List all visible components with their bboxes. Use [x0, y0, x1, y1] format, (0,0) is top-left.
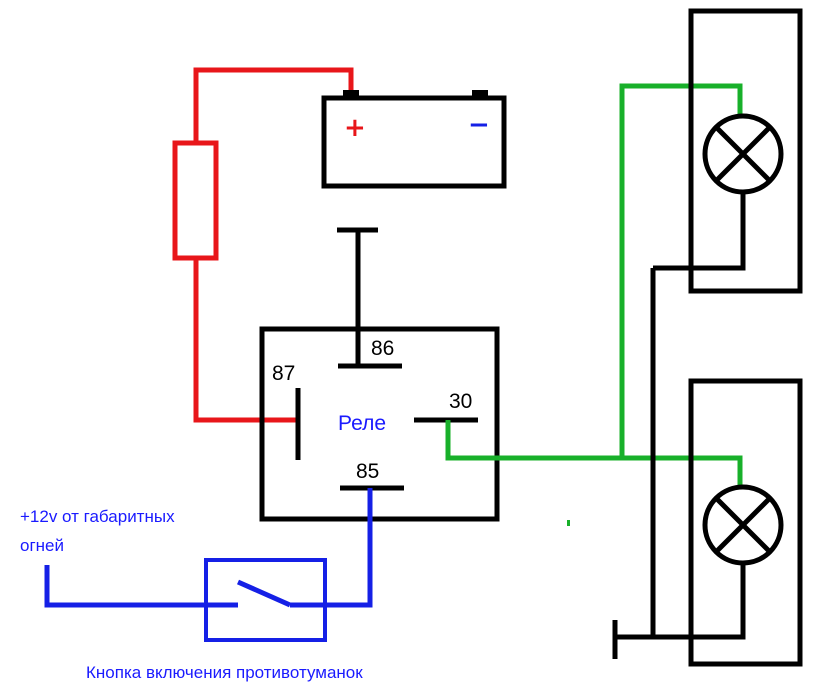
- lamp-housing-lower: [688, 378, 803, 667]
- ground: [612, 268, 656, 659]
- relay: 86 87 30 85 Реле: [259, 227, 500, 522]
- lamp-housing-upper: [688, 8, 803, 294]
- relay-body: [259, 326, 500, 522]
- relay-label: Реле: [338, 412, 386, 435]
- switch-contact: [236, 579, 292, 608]
- pin-87-label: 87: [272, 362, 295, 385]
- fog-lamp-upper: [653, 8, 803, 294]
- pin-86-label: 86: [371, 337, 394, 360]
- battery-negative-terminal: [472, 90, 488, 99]
- battery: + −: [321, 90, 507, 189]
- control-wire: [44, 488, 373, 608]
- lamp-feed-wire: [445, 83, 743, 526]
- fuse: [172, 140, 219, 261]
- pin-30-label: 30: [449, 390, 472, 413]
- battery-body: [321, 95, 507, 189]
- switch-box: [204, 558, 327, 642]
- pin-85-label: 85: [356, 460, 379, 483]
- fog-light-switch: [204, 558, 327, 642]
- switch-caption: Кнопка включения противотуманок: [86, 663, 363, 682]
- input-note-line-1: +12v от габаритных: [20, 507, 175, 526]
- fog-lamp-lower: [615, 378, 803, 667]
- battery-positive-terminal: [343, 90, 359, 99]
- battery-plus-sign: +: [344, 113, 366, 143]
- battery-minus-sign: −: [468, 110, 490, 140]
- input-note-line-2: огней: [20, 536, 64, 555]
